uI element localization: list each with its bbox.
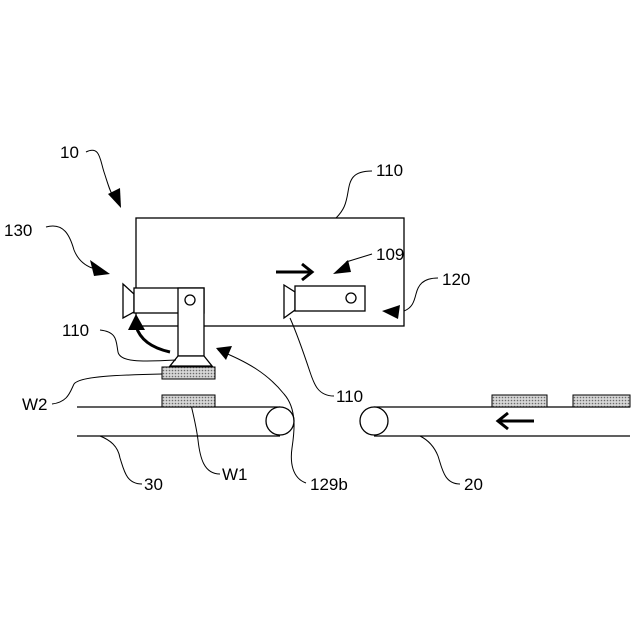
- workpiece-w1: [162, 395, 215, 407]
- label-camera-upper: 130: [4, 221, 32, 240]
- label-head-left: 110: [62, 321, 89, 340]
- label-head-right: 110: [336, 387, 363, 406]
- arrowhead-120: [382, 305, 400, 319]
- label-arrow-ref: 109: [376, 245, 404, 264]
- conveyor-right: [360, 407, 630, 436]
- leader-w2: [52, 374, 162, 404]
- leader-120: [404, 278, 438, 311]
- label-workpiece-top: W2: [22, 395, 48, 414]
- rotation-arrowhead: [128, 314, 145, 330]
- arrowhead-129b: [216, 346, 232, 360]
- conveyor-left: [77, 407, 294, 436]
- workpiece-right-2: [573, 395, 630, 407]
- label-frame: 110: [376, 161, 403, 180]
- label-unit: 120: [442, 270, 470, 289]
- leader-w1: [190, 400, 220, 474]
- pick-head-right-icon: [284, 285, 365, 318]
- arrowhead-10: [108, 188, 121, 208]
- leader-10: [86, 150, 114, 198]
- arrow-left-icon: [498, 413, 534, 429]
- label-workpiece-bottom: W1: [222, 465, 248, 484]
- leader-110-right: [290, 318, 334, 396]
- arrowhead-109: [333, 260, 351, 274]
- arrow-right-icon: [276, 264, 312, 280]
- label-conveyor-right: 20: [464, 475, 483, 494]
- leader-110-frame: [336, 171, 372, 218]
- label-conveyor-left: 30: [144, 475, 163, 494]
- workpiece-right-1: [492, 395, 547, 407]
- leader-30: [100, 436, 142, 484]
- leader-20: [420, 436, 460, 484]
- leader-109: [346, 254, 372, 262]
- label-system: 10: [60, 143, 79, 162]
- leader-110-left: [100, 330, 176, 361]
- arrowhead-130: [90, 260, 110, 276]
- leader-130: [46, 226, 92, 268]
- workpiece-w2: [162, 367, 215, 379]
- label-nozzle: 129b: [310, 475, 348, 494]
